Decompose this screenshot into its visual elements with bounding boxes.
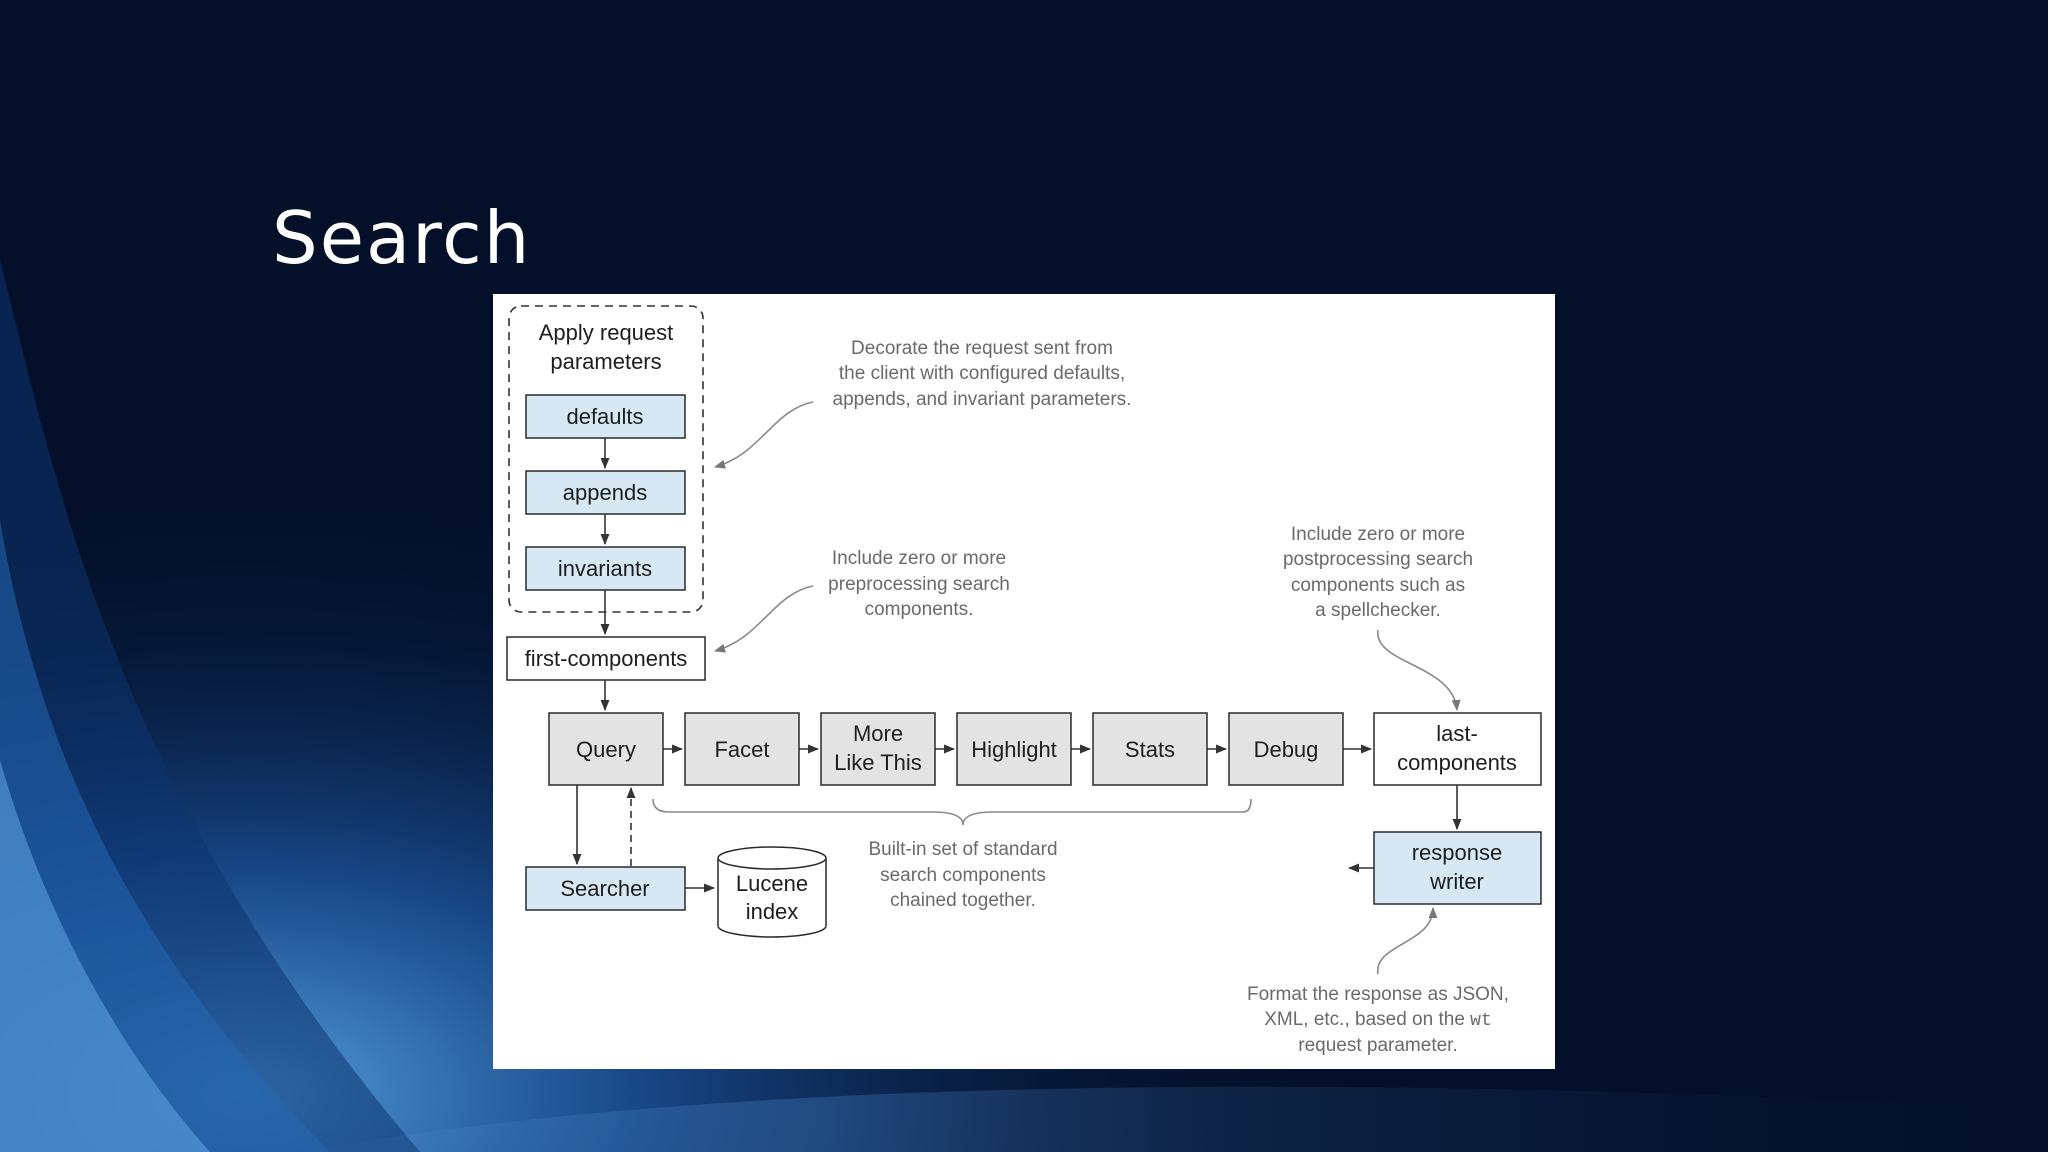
svg-text:request parameter.: request parameter.	[1298, 1035, 1457, 1056]
lucene-index-cylinder	[717, 846, 827, 938]
appends-label: appends	[563, 480, 647, 505]
svg-text:postprocessing search: postprocessing search	[1283, 549, 1473, 570]
last-components-label-line1: last-	[1436, 721, 1478, 746]
svg-text:the client with configured def: the client with configured defaults,	[839, 363, 1125, 384]
svg-text:chained together.: chained together.	[890, 890, 1036, 911]
defaults-label: defaults	[566, 404, 643, 429]
more-like-this-label-line1: More	[853, 721, 903, 746]
facet-label: Facet	[714, 737, 769, 762]
highlight-label: Highlight	[971, 737, 1057, 762]
debug-label: Debug	[1254, 737, 1319, 762]
request-group-label-line2: parameters	[550, 349, 661, 374]
searcher-label: Searcher	[560, 876, 649, 901]
svg-text:Decorate the request sent from: Decorate the request sent from	[851, 338, 1113, 359]
first-components-box	[506, 636, 706, 681]
svg-text:Include zero or more: Include zero or more	[1291, 524, 1465, 545]
facet-box	[684, 712, 800, 786]
svg-text:appends, and invariant paramet: appends, and invariant parameters.	[833, 389, 1132, 410]
svg-text:XML, etc., based on the wt: XML, etc., based on the wt	[1264, 1009, 1492, 1031]
svg-text:components such as: components such as	[1291, 575, 1465, 596]
search-pipeline-diagram: Apply request parameters defaults append…	[506, 305, 1542, 1056]
stats-label: Stats	[1125, 737, 1175, 762]
note-decorate: Decorate the request sent from the clien…	[833, 338, 1132, 410]
searcher-box	[525, 866, 686, 911]
builtin-brace	[652, 798, 1252, 826]
svg-text:a spellchecker.: a spellchecker.	[1315, 600, 1441, 621]
svg-text:preprocessing search: preprocessing search	[828, 574, 1010, 595]
svg-text:search components: search components	[880, 865, 1046, 886]
query-label: Query	[576, 737, 636, 762]
slide-title: Search	[272, 196, 532, 280]
defaults-box	[525, 394, 686, 439]
response-writer-label-line1: response	[1412, 840, 1503, 865]
first-components-label: first-components	[525, 646, 688, 671]
request-group-label-line1: Apply request	[539, 320, 674, 345]
note-builtin: Built-in set of standard search componen…	[868, 839, 1057, 911]
lucene-index-label-line1: Lucene	[736, 871, 808, 896]
more-like-this-label-line2: Like This	[834, 750, 922, 775]
note-format: Format the response as JSON, XML, etc., …	[1247, 984, 1509, 1056]
highlight-box	[956, 712, 1072, 786]
last-components-label-line2: components	[1397, 750, 1517, 775]
last-components-box	[1373, 712, 1542, 786]
svg-text:Format the response as JSON,: Format the response as JSON,	[1247, 984, 1509, 1005]
debug-box	[1228, 712, 1344, 786]
lucene-index-label-line2: index	[746, 899, 799, 924]
invariants-label: invariants	[558, 556, 652, 581]
svg-text:Built-in set of standard: Built-in set of standard	[868, 839, 1057, 860]
svg-text:components.: components.	[865, 599, 974, 620]
svg-text:Include zero or more: Include zero or more	[832, 548, 1006, 569]
appends-box	[525, 470, 686, 515]
note-preprocessing: Include zero or more preprocessing searc…	[828, 548, 1010, 620]
more-like-this-box	[820, 712, 936, 786]
response-writer-label-line2: writer	[1429, 869, 1484, 894]
response-writer-box	[1373, 831, 1542, 905]
note-postprocessing: Include zero or more postprocessing sear…	[1283, 524, 1473, 621]
request-parameters-group	[508, 305, 704, 613]
diagram-panel: Apply request parameters defaults append…	[493, 294, 1555, 1069]
